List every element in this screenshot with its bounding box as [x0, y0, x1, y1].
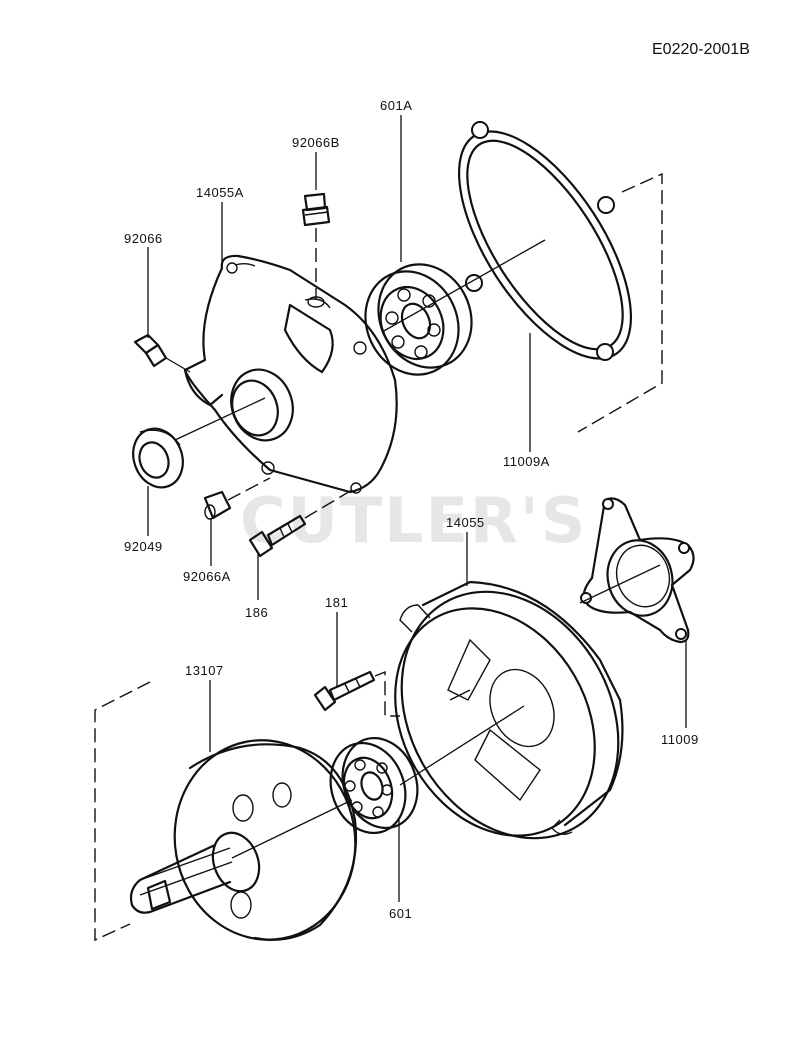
flange-11009	[580, 497, 695, 644]
label-92066B: 92066B	[292, 135, 340, 150]
label-181: 181	[325, 595, 348, 610]
label-92066A: 92066A	[183, 569, 231, 584]
assembly-line-gasket	[577, 172, 663, 433]
assembly-line-bolt	[304, 489, 353, 519]
axis-line-lower	[399, 705, 525, 786]
plug-92066B	[301, 192, 331, 227]
rotor-13107	[129, 739, 358, 941]
seal-92049	[132, 427, 184, 489]
label-92066: 92066	[124, 231, 163, 246]
label-14055A: 14055A	[196, 185, 244, 200]
assembly-line-rotor	[94, 681, 151, 942]
axis-line-seal	[174, 397, 266, 441]
bolt-186	[248, 514, 307, 558]
axis-line-flange	[579, 564, 661, 604]
plug-92066A	[203, 490, 232, 520]
label-92049: 92049	[124, 539, 163, 554]
bolt-181	[313, 670, 376, 712]
label-601A: 601A	[380, 98, 412, 113]
label-13107: 13107	[185, 663, 224, 678]
axis-line-upper	[381, 239, 546, 333]
plug-92066-line	[165, 357, 191, 373]
diagram-code: E0220-2001B	[652, 41, 750, 58]
housing-14055	[394, 580, 624, 840]
label-11009: 11009	[661, 732, 699, 747]
watermark: CUTLER'S	[240, 484, 587, 557]
bearing-601	[329, 736, 419, 835]
gasket-11009A	[457, 121, 633, 361]
label-601: 601	[389, 906, 412, 921]
axis-line-rotor	[231, 799, 353, 859]
assembly-line-plug-a	[227, 477, 271, 501]
assembly-line-bolt-181	[374, 670, 400, 717]
label-186: 186	[245, 605, 268, 620]
bearing-601A	[364, 263, 473, 376]
plug-92066	[133, 333, 168, 368]
cover-14055A	[183, 254, 398, 494]
label-14055: 14055	[446, 515, 485, 530]
label-11009A: 11009A	[503, 454, 550, 469]
